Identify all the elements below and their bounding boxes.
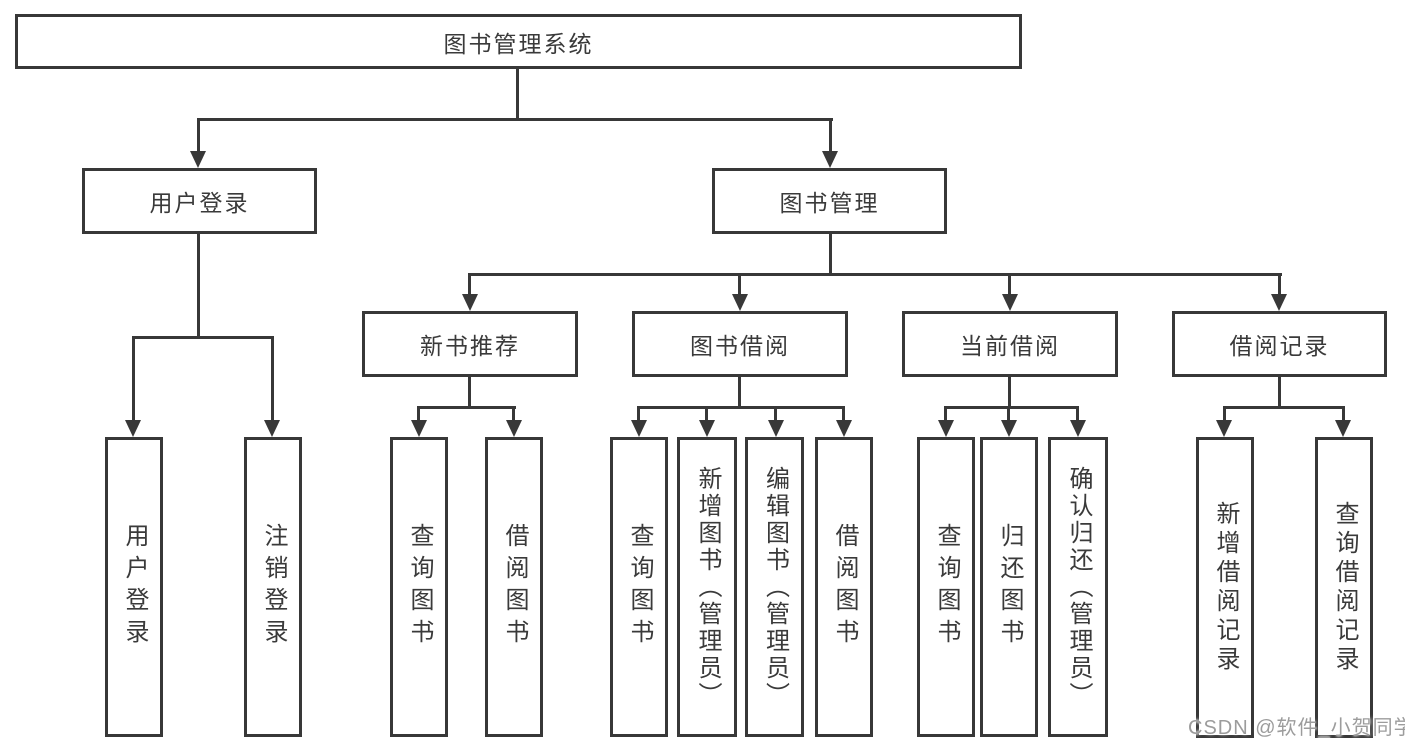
arrow-head (836, 420, 852, 437)
connector-line (1008, 377, 1011, 409)
node-leaf-user-login: 用户登录 (105, 437, 163, 737)
connector-line (197, 234, 200, 339)
node-leaf-logout: 注销登录 (244, 437, 302, 737)
arrow-head (699, 420, 715, 437)
arrow-head (1335, 420, 1351, 437)
node-leaf-add-borrow-record: 新增借阅记录 (1196, 437, 1254, 738)
arrow-head (506, 420, 522, 437)
node-book-management: 图书管理 (712, 168, 947, 234)
arrow-head (264, 420, 280, 437)
node-leaf-query-books-current: 查询图书 (917, 437, 975, 737)
connector-line (197, 121, 200, 152)
node-leaf-edit-books-admin: 编辑图书（管理员） (745, 437, 804, 737)
connector-line (1008, 276, 1011, 294)
connector-line (705, 409, 708, 420)
arrow-head (1271, 294, 1287, 311)
watermark: CSDN @软件_小贺同学 (1188, 717, 1405, 739)
arrow-head (190, 151, 206, 168)
connector-line (468, 377, 471, 409)
arrow-head (1001, 420, 1017, 437)
connector-line (1007, 409, 1010, 420)
connector-line (637, 406, 845, 409)
node-borrow-record: 借阅记录 (1172, 311, 1387, 377)
node-new-book-recommend: 新书推荐 (362, 311, 578, 377)
connector-line (1223, 409, 1226, 420)
connector-line (1278, 377, 1281, 409)
arrow-head (732, 294, 748, 311)
connector-line (842, 409, 845, 420)
connector-line (738, 377, 741, 409)
connector-line (417, 406, 516, 409)
connector-line (1278, 276, 1281, 294)
connector-line (944, 409, 947, 420)
node-leaf-query-books-recommend: 查询图书 (390, 437, 448, 737)
connector-line (512, 409, 515, 420)
node-leaf-borrow-books-recommend: 借阅图书 (485, 437, 543, 737)
node-leaf-add-books-admin: 新增图书（管理员） (677, 437, 737, 737)
node-user-login: 用户登录 (82, 168, 317, 234)
arrow-head (1216, 420, 1232, 437)
connector-line (132, 336, 274, 339)
arrow-head (411, 420, 427, 437)
connector-line (417, 409, 420, 420)
connector-line (829, 121, 832, 152)
arrow-head (1002, 294, 1018, 311)
connector-line (1076, 409, 1079, 420)
node-current-borrow: 当前借阅 (902, 311, 1118, 377)
arrow-head (938, 420, 954, 437)
connector-line (774, 409, 777, 420)
connector-line (132, 339, 135, 421)
connector-line (271, 339, 274, 421)
node-leaf-query-books-borrow: 查询图书 (610, 437, 668, 737)
connector-line (738, 276, 741, 294)
node-leaf-query-borrow-record: 查询借阅记录 (1315, 437, 1373, 738)
arrow-head (631, 420, 647, 437)
arrow-head (822, 151, 838, 168)
connector-line (468, 273, 1282, 276)
node-leaf-confirm-return-admin: 确认归还（管理员） (1048, 437, 1108, 737)
connector-line (1223, 406, 1345, 409)
connector-line (1342, 409, 1345, 420)
arrow-head (1070, 420, 1086, 437)
connector-line (468, 276, 471, 294)
connector-line (516, 68, 519, 121)
node-book-borrow: 图书借阅 (632, 311, 848, 377)
node-root-system: 图书管理系统 (15, 14, 1022, 69)
node-leaf-return-books: 归还图书 (980, 437, 1038, 737)
connector-line (829, 234, 832, 276)
node-leaf-borrow-books: 借阅图书 (815, 437, 873, 737)
arrow-head (462, 294, 478, 311)
arrow-head (768, 420, 784, 437)
connector-line (637, 409, 640, 420)
arrow-head (125, 420, 141, 437)
connector-line (197, 118, 833, 121)
connector-line (944, 406, 1079, 409)
